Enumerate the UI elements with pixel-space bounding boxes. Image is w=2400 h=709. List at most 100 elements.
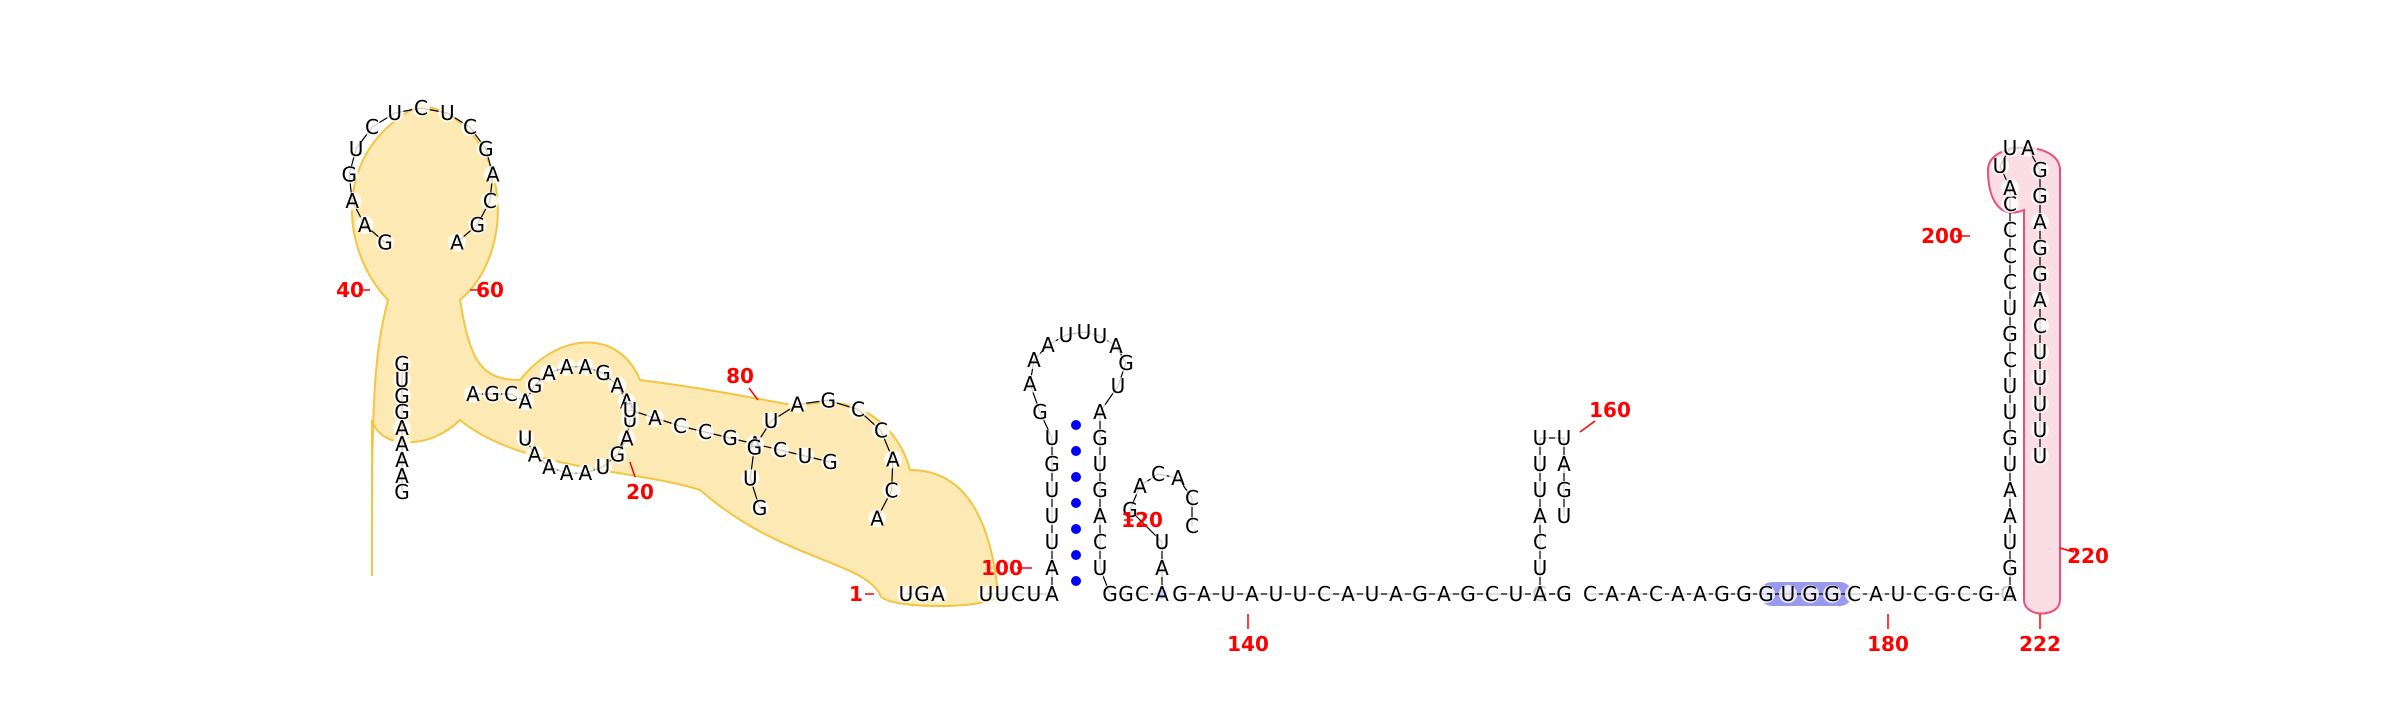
nucleotide: C	[1913, 582, 1927, 606]
nucleotide-bg	[849, 400, 867, 419]
nucleotide-bg	[608, 445, 627, 464]
nucleotide: U	[1093, 324, 1108, 348]
nucleotide-bg	[2031, 343, 2049, 361]
nucleotide: G	[1092, 426, 1108, 450]
nucleotide: U	[395, 368, 410, 392]
nucleotide: A	[1197, 582, 1211, 606]
nucleotide-bg	[1363, 585, 1381, 603]
nucleotide: C	[1185, 514, 1199, 538]
nucleotide: A	[1133, 474, 1147, 498]
nucleotide: A	[931, 582, 945, 606]
nucleotide-bg	[2001, 559, 2019, 577]
nucleotide-bg	[1009, 585, 1027, 603]
nucleotide-bg	[1121, 501, 1139, 519]
position-tick	[1579, 420, 1596, 433]
nucleotide: A	[542, 361, 556, 385]
nucleotide: A	[395, 464, 409, 488]
nucleotide: A	[1693, 582, 1707, 606]
nucleotide: U	[1533, 478, 1548, 502]
nucleotide-bg	[1091, 481, 1109, 499]
nucleotide-bg	[1025, 351, 1043, 369]
nucleotide: G	[1032, 400, 1048, 424]
position-label: 222	[2019, 632, 2061, 656]
nucleotide-bg	[1195, 585, 1213, 603]
nucleotide-bg	[393, 451, 411, 469]
nucleotide-bg	[2001, 377, 2019, 395]
nucleotide: G	[1102, 582, 1118, 606]
nucleotide-bg	[1039, 336, 1057, 354]
nucleotide: G	[747, 435, 763, 459]
nucleotide: U	[1027, 582, 1042, 606]
nucleotide: C	[1533, 530, 1547, 554]
nucleotide: U	[1045, 530, 1060, 554]
nucleotide: C	[1485, 582, 1499, 606]
position-label: 180	[1867, 632, 1909, 656]
nucleotide: C	[1957, 582, 1971, 606]
nucleotide-bg	[1043, 585, 1061, 603]
nucleotide: A	[1027, 348, 1041, 372]
nucleotide-bg	[1057, 326, 1075, 344]
nucleotide: G	[1118, 582, 1134, 606]
nucleotide-bg	[1387, 585, 1405, 603]
nucleotide: C	[2033, 314, 2047, 338]
nucleotide-bg	[1669, 585, 1687, 603]
nucleotide-bg	[1531, 559, 1549, 577]
nucleotide-bg	[1845, 585, 1863, 603]
nucleotide-bg	[1153, 585, 1171, 603]
nucleotide: G	[914, 582, 930, 606]
position-label: 100	[981, 556, 1023, 580]
nucleotide-bg	[1149, 465, 1167, 483]
nucleotide: G	[377, 230, 393, 254]
nucleotide: C	[851, 398, 865, 422]
nucleotide-bg	[1043, 559, 1061, 577]
nucleotide-bg	[1531, 481, 1549, 499]
nucleotide: C	[414, 96, 428, 120]
nucleotide: G	[1412, 582, 1428, 606]
nucleotide-bg	[897, 585, 915, 603]
nucleotide-bg	[1219, 585, 1237, 603]
nucleotide: G	[394, 400, 410, 424]
nucleotide: G	[394, 480, 410, 504]
highlight-layer	[350, 103, 2061, 615]
nucleotide-bg	[750, 499, 769, 517]
nucleotide-bg	[483, 165, 502, 184]
nucleotide-bg	[882, 481, 901, 500]
nucleotide: G	[1758, 582, 1774, 606]
nucleotide: A	[1671, 582, 1685, 606]
nucleotide-bg	[1117, 354, 1135, 372]
nucleotide: G	[1172, 582, 1188, 606]
nucleotide-bg	[1555, 507, 1573, 525]
nucleotide: A	[1093, 400, 1107, 424]
nucleotide-bg	[1315, 585, 1333, 603]
nucleotide-bg	[393, 355, 411, 373]
nucleotide: U	[1111, 374, 1126, 398]
nucleotide: A	[395, 432, 409, 456]
nucleotide: C	[1185, 486, 1199, 510]
nucleotide-bg	[1735, 585, 1753, 603]
nucleotide-bg	[476, 139, 495, 158]
nucleotide: A	[611, 373, 625, 397]
nucleotide-bg	[1025, 585, 1043, 603]
nucleotide-bg	[1109, 377, 1127, 395]
nucleotide: U	[1365, 582, 1380, 606]
nucleotide: C	[2003, 348, 2017, 372]
nucleotide-bg	[2001, 179, 2019, 197]
nucleotide-bg	[1171, 585, 1189, 603]
nucleotide: U	[1077, 320, 1092, 344]
nucleotide: U	[995, 582, 1010, 606]
nucleotide: C	[1093, 530, 1107, 554]
nucleotide: U	[2003, 530, 2018, 554]
position-label: 160	[1589, 398, 1631, 422]
nucleotide: U	[2033, 366, 2048, 390]
nucleotide-bg	[502, 385, 520, 403]
base-pair-dot	[1071, 446, 1081, 456]
nucleotide-bg	[1713, 585, 1731, 603]
position-tick	[2059, 547, 2075, 553]
nucleotide-bg	[460, 118, 479, 137]
nucleotide: A	[560, 461, 574, 485]
position-label: 40	[336, 278, 364, 302]
nucleotide: A	[1341, 582, 1355, 606]
nucleotide-bg	[1603, 585, 1621, 603]
